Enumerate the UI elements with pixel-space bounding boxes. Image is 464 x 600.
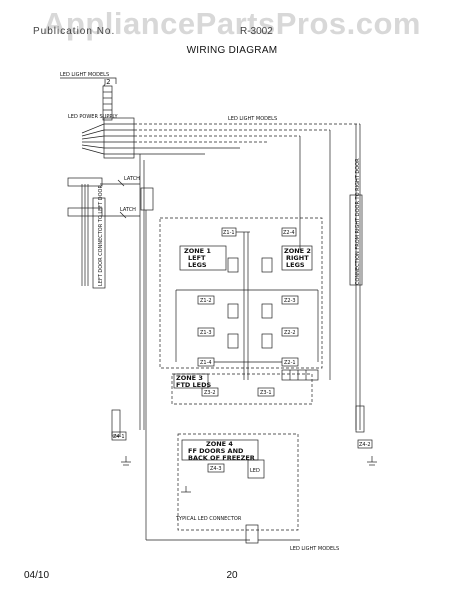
zone-4-sub1: FF DOORS AND	[188, 447, 244, 455]
zone-3-outline	[171, 373, 313, 405]
zone-4-box	[181, 439, 259, 461]
zone-3-sub1: FTD LEDS	[176, 381, 212, 389]
footer-date: 04/10	[24, 570, 50, 581]
latch-bottom-label: LATCH	[120, 207, 136, 213]
publication-label: Publication No.	[33, 26, 116, 37]
connector-label: Z1-4	[200, 360, 212, 366]
led-light-models-bottom-label: LED LIGHT MODELS	[290, 546, 339, 552]
zone-3-title: ZONE 3	[176, 374, 203, 382]
connector-label: Z1-2	[200, 298, 212, 304]
j2-connector	[102, 85, 113, 121]
left-door-connector-box	[92, 197, 106, 289]
connector-label: Z1-1	[223, 230, 235, 236]
top-bracket	[60, 77, 117, 84]
zone-2-title: ZONE 2	[284, 247, 311, 255]
connector-label: Z2-3	[284, 298, 296, 304]
typical-led-connector-symbol	[245, 524, 259, 544]
zone-1-box	[179, 245, 227, 271]
connector-label: Z3-1	[260, 390, 272, 396]
zone-3-box	[173, 373, 209, 389]
zone-1-2-outline	[159, 217, 323, 369]
watermark: AppliancePartsPros.com	[43, 6, 421, 41]
zone-4-sub2: BACK OF FREEZER	[188, 454, 255, 462]
latch-top-label: LATCH	[124, 176, 140, 182]
connector-label: Z3-2	[204, 390, 216, 396]
led-power-supply-block	[103, 117, 135, 159]
led-light-models-mid-label: LED LIGHT MODELS	[228, 116, 277, 122]
led-light-models-top-label: LED LIGHT MODELS	[60, 72, 109, 78]
connector-label: Z4-2	[359, 442, 371, 448]
zone-2-box	[281, 245, 313, 271]
zone-4-outline	[177, 433, 299, 531]
j2-label: J2	[103, 78, 111, 86]
typical-led-connector-label: TYPICAL LED CONNECTOR	[175, 516, 242, 522]
zone-1-sub1: LEFT	[188, 254, 206, 262]
zone-2-sub2: LEGS	[286, 261, 305, 269]
connector-label: Z4-1	[113, 434, 125, 440]
connector-label: Z2-1	[284, 360, 296, 366]
zone-1-sub2: LEGS	[188, 261, 207, 269]
zone-1-title: ZONE 1	[184, 247, 211, 255]
publication-number: R-3002	[240, 26, 273, 37]
zone-4-led-block	[247, 459, 265, 479]
left-fanout-wires	[81, 123, 105, 155]
ground-symbols	[121, 456, 377, 493]
zone-4-title: ZONE 4	[206, 440, 233, 448]
zone-4-led-label: LED	[250, 468, 260, 474]
connector-label: Z2-4	[283, 230, 295, 236]
diagram-title: WIRING DIAGRAM	[186, 45, 278, 56]
zone-2-sub1: RIGHT	[286, 254, 309, 262]
connector-label: Z1-3	[200, 330, 212, 336]
led-power-supply-label: LED POWER SUPPLY	[68, 114, 118, 120]
footer-page-number: 20	[226, 570, 238, 581]
connector-label: Z2-2	[284, 330, 296, 336]
connector-label: Z4-3	[210, 466, 222, 472]
right-door-connector-label: CONNECTION FROM RIGHT DOOR TO RIGHT DOOR	[355, 158, 361, 285]
left-door-connector-label: LEFT DOOR CONNECTOR TO LEFT DOOR	[98, 185, 104, 286]
